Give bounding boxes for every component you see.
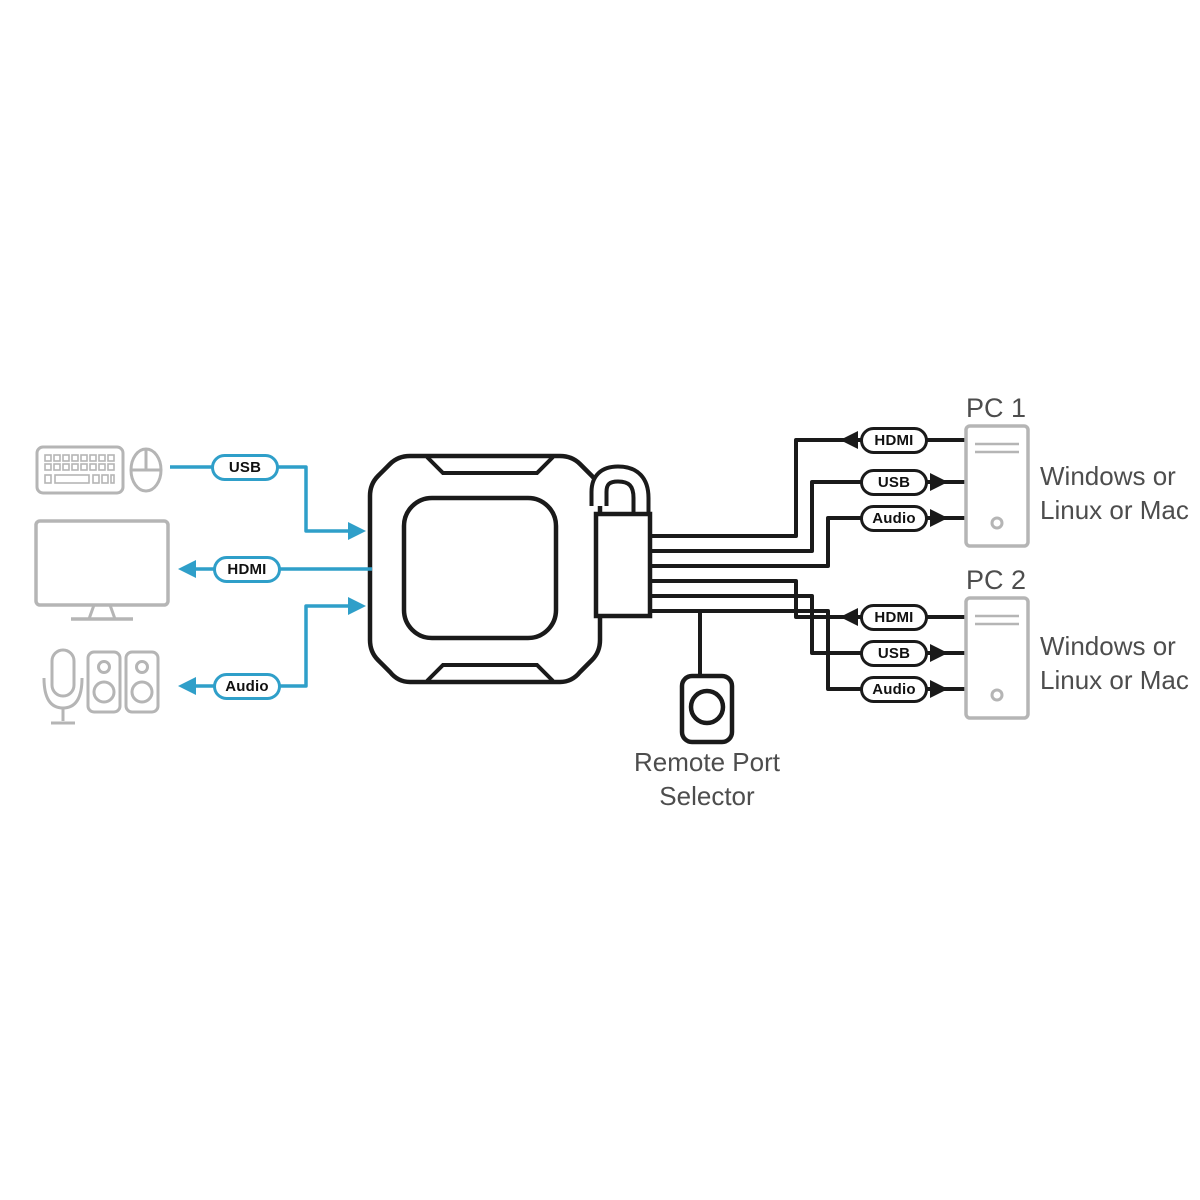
pc2-usb-arrow-icon — [930, 644, 948, 662]
console-hdmi-port-label: HDMI — [213, 556, 281, 583]
remote-port-selector-button-icon — [679, 673, 735, 745]
pc2-name-label: PC 2 — [966, 565, 1027, 595]
kvm-switch-icon — [367, 453, 653, 685]
pc1-hdmi-port-label: HDMI — [860, 427, 928, 454]
mouse-icon — [129, 447, 163, 493]
remote-port-selector-label: Remote Port Selector — [634, 747, 780, 811]
microphone-icon — [42, 648, 84, 725]
kvm-cable-gland — [593, 511, 653, 619]
pc1-audio-port-label: Audio — [860, 505, 928, 532]
speakers-icon — [86, 650, 160, 714]
audio-to-speakers-arrow-icon — [178, 677, 196, 695]
pc1-hdmi-arrow-icon — [840, 431, 858, 449]
kvm-switch-top-face — [401, 495, 559, 641]
console-line-arrows — [178, 522, 366, 695]
monitor-icon — [34, 519, 170, 621]
pc1-name-label: PC 1 — [966, 393, 1027, 423]
hdmi-to-monitor-arrow-icon — [178, 560, 196, 578]
pc2-hdmi-arrow-icon — [840, 608, 858, 626]
kvm-cable-hook-inner — [593, 468, 647, 522]
keyboard-icon — [35, 445, 125, 495]
pc1-tower-icon — [964, 424, 1030, 548]
selector-button — [688, 688, 726, 726]
console-audio-port-label: Audio — [213, 673, 281, 700]
pc1-usb-port-label: USB — [860, 469, 928, 496]
pc2-audio-arrow-icon — [930, 680, 948, 698]
usb-into-switch-arrow-icon — [348, 522, 366, 540]
pc2-audio-port-label: Audio — [860, 676, 928, 703]
pc2-tower-icon — [964, 596, 1030, 720]
pc-line-arrows — [840, 431, 948, 698]
pc2-hdmi-port-label: HDMI — [860, 604, 928, 631]
pc1-audio-arrow-icon — [930, 509, 948, 527]
console-usb-port-label: USB — [211, 454, 279, 481]
pc1-usb-arrow-icon — [930, 473, 948, 491]
kvm-switch-top-detail — [425, 455, 555, 475]
pc2-usb-port-label: USB — [860, 640, 928, 667]
audio-into-switch-arrow-icon — [348, 597, 366, 615]
pc2-os-label: Windows or Linux or Mac — [1040, 631, 1189, 695]
kvm-switch-bottom-detail — [425, 663, 555, 683]
pc1-os-label: Windows or Linux or Mac — [1040, 461, 1189, 525]
